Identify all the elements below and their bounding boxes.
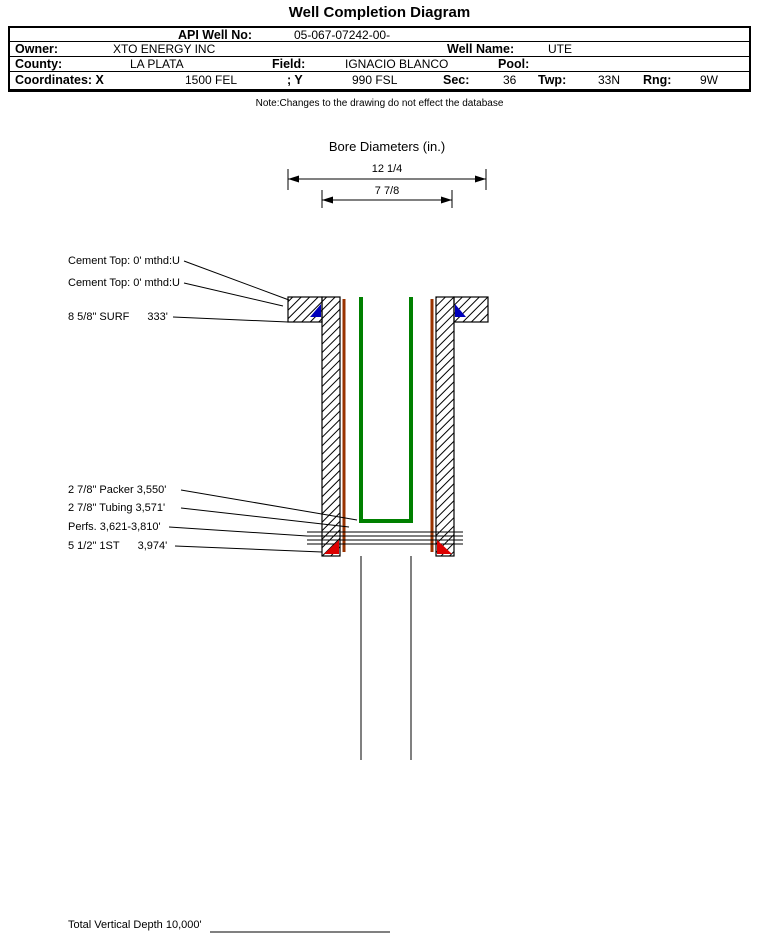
api-well-no-label: API Well No:	[178, 28, 253, 42]
api-well-no-value: 05-067-07242-00-	[294, 28, 391, 42]
rng-value: 9W	[700, 73, 718, 87]
coordinates-x-value: 1500 FEL	[185, 73, 238, 87]
dim-label-inner: 7 7/8	[374, 185, 400, 197]
table-row-coordinates: Coordinates: X 1500 FEL ; Y 990 FSL Sec:…	[10, 72, 749, 89]
tubing-string	[359, 297, 413, 523]
sec-value: 36	[503, 73, 517, 87]
casing-shoe-markers	[324, 540, 452, 554]
coordinates-y-label: ; Y	[287, 73, 303, 87]
annotation-surface-casing: 8 5/8" SURF 333'	[68, 311, 168, 323]
production-casing	[342, 299, 434, 552]
annulus-left	[321, 296, 341, 557]
twp-value: 33N	[598, 73, 621, 87]
bore-diameters-title: Bore Diameters (in.)	[328, 139, 446, 154]
well-name-value: UTE	[548, 42, 572, 56]
arrow-left-icon	[288, 175, 299, 183]
coordinates-y-value: 990 FSL	[352, 73, 398, 87]
surface-casing-depth: 333'	[147, 311, 168, 323]
county-value: LA PLATA	[130, 57, 184, 71]
surface-casing-text: 8 5/8" SURF	[68, 311, 130, 323]
arrow-left-icon	[322, 196, 333, 204]
cemented-annulus	[321, 296, 455, 557]
arrow-right-icon	[441, 196, 452, 204]
annotation-packer: 2 7/8" Packer 3,550'	[68, 484, 167, 496]
first-casing-text: 5 1/2" 1ST	[68, 540, 120, 552]
leader-lines	[168, 260, 358, 553]
annotation-cement-top-1: Cement Top: 0' mthd:U	[68, 255, 180, 267]
arrow-right-icon	[475, 175, 486, 183]
open-hole-lines	[360, 556, 412, 760]
annotation-perfs: Perfs. 3,621-3,810'	[68, 521, 161, 533]
cement-marker-left-icon	[310, 304, 321, 317]
rng-label: Rng:	[643, 73, 672, 87]
table-row-owner: Owner: XTO ENERGY INC Well Name: UTE	[10, 42, 749, 57]
cement-marker-right-icon	[455, 304, 466, 317]
annotation-first-casing: 5 1/2" 1ST 3,974'	[68, 540, 167, 552]
sec-label: Sec:	[443, 73, 470, 87]
database-note: Note:Changes to the drawing do not effec…	[255, 98, 504, 109]
page-title: Well Completion Diagram	[288, 4, 471, 21]
owner-label: Owner:	[15, 42, 59, 56]
table-row-api: API Well No: 05-067-07242-00-	[10, 28, 749, 42]
annotation-tubing: 2 7/8" Tubing 3,571'	[68, 502, 166, 514]
cement-top-markers	[310, 304, 466, 317]
twp-label: Twp:	[538, 73, 567, 87]
first-casing-depth: 3,974'	[137, 540, 168, 552]
well-info-table: API Well No: 05-067-07242-00- Owner: XTO…	[8, 26, 751, 92]
coordinates-x-label: Coordinates: X	[15, 73, 104, 87]
field-label: Field:	[272, 57, 306, 71]
surface-casing-left	[287, 296, 323, 323]
annulus-right	[435, 296, 455, 557]
well-name-label: Well Name:	[447, 42, 515, 56]
county-label: County:	[15, 57, 63, 71]
surface-casing	[287, 296, 489, 323]
dim-label-outer: 12 1/4	[371, 163, 403, 175]
shoe-marker-left-icon	[324, 540, 339, 554]
shoe-marker-right-icon	[437, 540, 452, 554]
total-vertical-depth-label: Total Vertical Depth 10,000'	[68, 919, 202, 931]
perforation-lines	[307, 531, 463, 545]
field-value: IGNACIO BLANCO	[345, 57, 449, 71]
annotation-cement-top-2: Cement Top: 0' mthd:U	[68, 277, 180, 289]
pool-label: Pool:	[498, 57, 530, 71]
table-row-county: County: LA PLATA Field: IGNACIO BLANCO P…	[10, 57, 749, 72]
owner-value: XTO ENERGY INC	[113, 42, 216, 56]
surface-casing-right	[453, 296, 489, 323]
